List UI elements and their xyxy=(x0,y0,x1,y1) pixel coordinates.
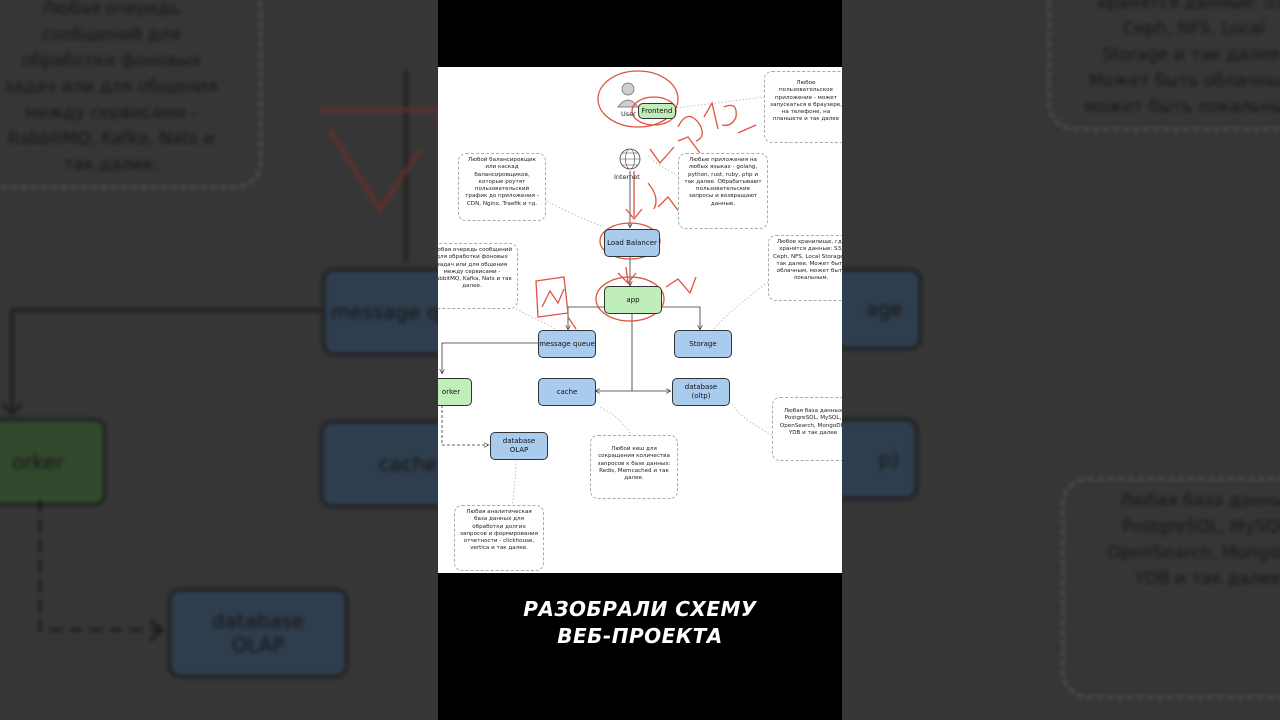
app-node: app xyxy=(604,286,662,314)
olap-note: Любая аналитическая база данных для обра… xyxy=(454,505,544,571)
oltp-note: Любая база данных PostgreSQL, MySQL, Ope… xyxy=(772,397,842,461)
storage-node: Storage xyxy=(674,330,732,358)
database-oltp-node: database (oltp) xyxy=(672,378,730,406)
balancer-note: Любой балансировщик или каскад балансиро… xyxy=(458,153,546,221)
apps-note: Любые приложения на любых языках - golan… xyxy=(678,153,768,229)
message-queue-node: message queue xyxy=(538,330,596,358)
caption-line-1: РАЗОБРАЛИ СХЕМУ xyxy=(523,597,757,621)
client-note: Любое пользовательское приложение - може… xyxy=(764,71,842,143)
architecture-diagram: User Frontend Internet Load Balancer app… xyxy=(438,67,842,573)
load-balancer-node: Load Balancer xyxy=(604,229,660,257)
queue-note: Любая очередь сообщений для обработки фо… xyxy=(438,243,518,309)
bg-queue-note: Любая очередь сообщений для обработки фо… xyxy=(0,0,262,188)
diagram-connectors xyxy=(438,70,789,508)
bg-worker: orker xyxy=(0,418,106,506)
worker-node: orker xyxy=(438,378,472,406)
user-label: User xyxy=(621,110,636,118)
bg-storage-note: хранятся данные: S3, Ceph, NFS, Local St… xyxy=(1048,0,1280,130)
cache-note: Любой кеш для сокращения количества запр… xyxy=(590,435,678,499)
video-caption: РАЗОБРАЛИ СХЕМУ ВЕБ-ПРОЕКТА xyxy=(438,596,842,650)
storage-note: Любое хранилище, где хранятся данные: S3… xyxy=(768,235,842,301)
video-frame: User Frontend Internet Load Balancer app… xyxy=(438,0,842,720)
bg-oltp-note: Любая база данных PostgreSQL, MySQL, Ope… xyxy=(1062,478,1280,698)
caption-line-2: ВЕБ-ПРОЕКТА xyxy=(557,624,723,648)
frontend-node: Frontend xyxy=(638,103,676,119)
internet-label: Internet xyxy=(614,173,640,181)
database-olap-node: database OLAP xyxy=(490,432,548,460)
cache-node: cache xyxy=(538,378,596,406)
bg-database-olap: database OLAP xyxy=(168,588,348,678)
